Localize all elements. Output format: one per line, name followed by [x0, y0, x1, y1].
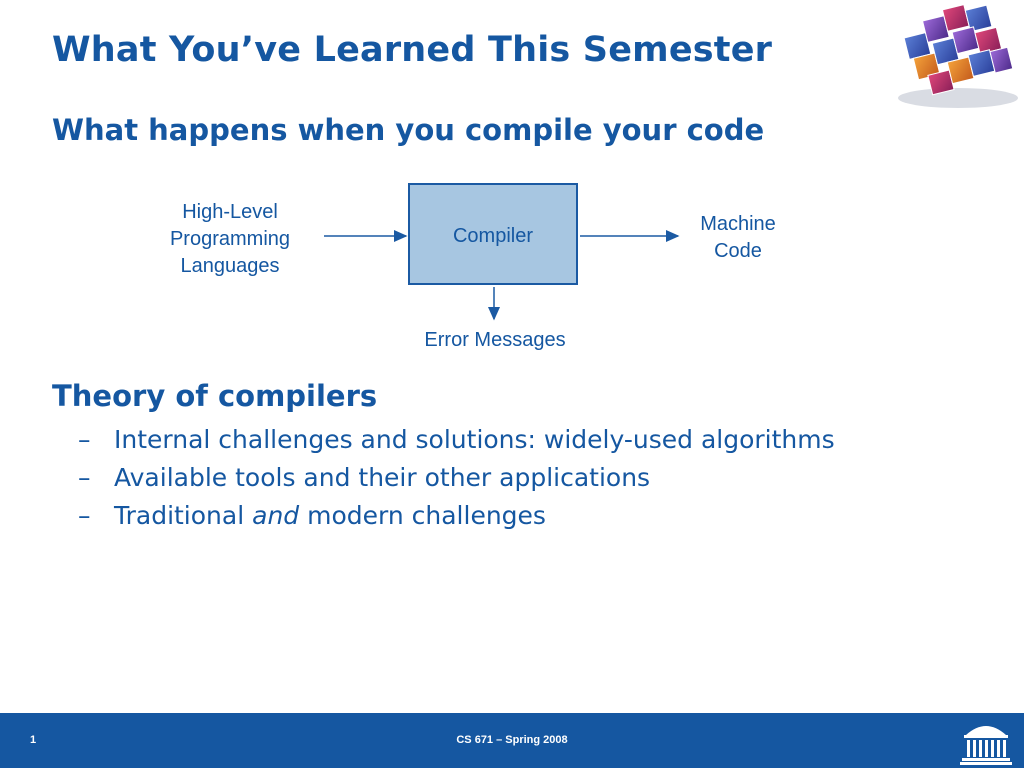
bullet-text: Available tools and their other applicat… [114, 463, 651, 492]
bullet-item: –Traditional and modern challenges [78, 498, 835, 536]
input-label-line: Languages [180, 255, 280, 277]
input-label-line: Programming [169, 228, 291, 250]
page-number: 1 [30, 734, 37, 746]
bullet-dash: – [78, 463, 91, 492]
theory-heading: Theory of compilers [52, 379, 378, 413]
bullet-text-emphasis: and [252, 501, 300, 530]
compiler-label: Compiler [452, 225, 534, 247]
slide-title: What You’ve Learned This Semester [52, 30, 773, 70]
output-label: Machine Code [676, 211, 800, 265]
error-messages-label: Error Messages [424, 329, 566, 351]
bullet-text: Internal challenges and solutions: widel… [114, 425, 835, 454]
bullet-dash: – [78, 501, 91, 530]
bullet-text-post: modern challenges [299, 501, 546, 530]
colored-cubes-logo-icon [898, 3, 1018, 108]
input-label: High-Level Programming Languages [150, 199, 310, 280]
course-label: CS 671 – Spring 2008 [456, 734, 568, 746]
bullet-text-pre: Traditional [114, 501, 253, 530]
compiler-box: Compiler [408, 183, 578, 285]
output-label-line: Code [714, 240, 762, 262]
footer-bar: 1 CS 671 – Spring 2008 [0, 713, 1024, 768]
bullet-item: –Available tools and their other applica… [78, 460, 835, 498]
bullet-item: –Internal challenges and solutions: wide… [78, 422, 835, 460]
bullet-dash: – [78, 425, 91, 454]
input-label-line: High-Level [182, 201, 278, 223]
slide-subtitle: What happens when you compile your code [52, 113, 765, 147]
theory-bullet-list: –Internal challenges and solutions: wide… [78, 422, 835, 536]
rotunda-logo-icon [960, 726, 1012, 765]
output-label-line: Machine [700, 213, 776, 235]
